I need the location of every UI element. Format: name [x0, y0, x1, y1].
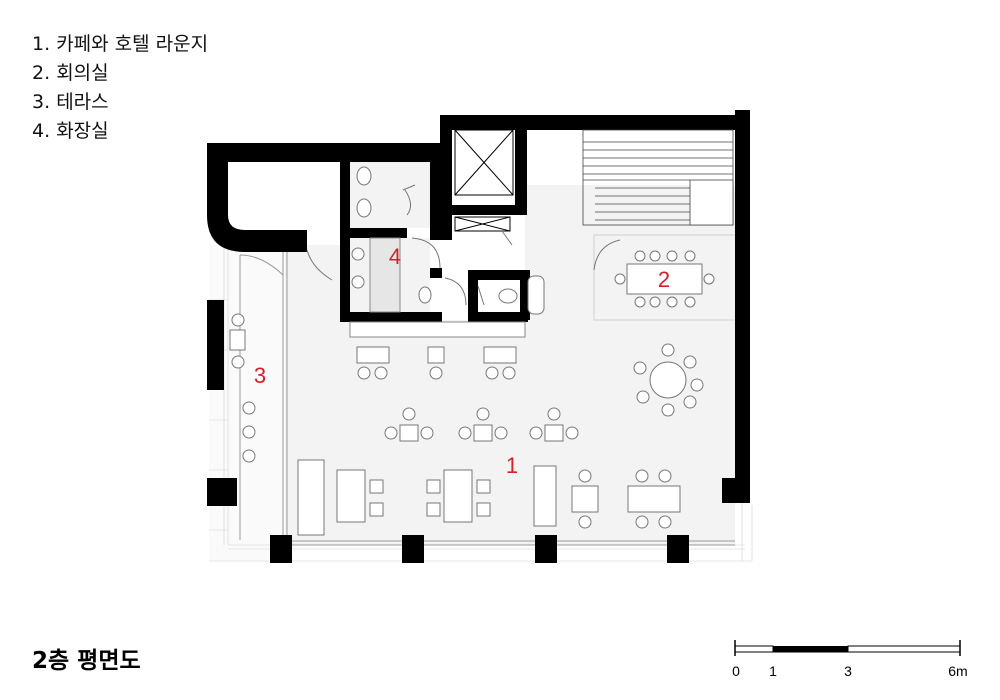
column-3 — [535, 535, 557, 563]
wall-elevator-right — [515, 115, 527, 215]
stairs — [582, 129, 734, 226]
scale-bar: 0 1 3 6m — [732, 640, 968, 679]
furniture — [229, 250, 715, 536]
legend-item-4: 4. 화장실 — [32, 120, 109, 142]
wall-northwest — [207, 143, 445, 252]
wall-toilet-bottom — [340, 312, 442, 322]
round-table — [649, 361, 687, 399]
wall-west-pier — [207, 300, 224, 390]
wall-wc2-top — [468, 270, 528, 280]
room-number-2: 2 — [658, 267, 670, 292]
legend-item-3: 3. 테라스 — [32, 91, 109, 113]
wall-elevator-bottom — [440, 205, 527, 215]
column-2 — [402, 535, 424, 563]
scale-tick-6m: 6m — [948, 663, 967, 679]
column-1 — [270, 535, 292, 563]
sink-icon — [351, 275, 365, 289]
wall-toilet-right — [430, 160, 442, 240]
room-number-4: 4 — [389, 244, 401, 269]
room-number-1: 1 — [506, 453, 518, 478]
toilet-icon — [418, 286, 432, 304]
meeting-table — [626, 263, 703, 295]
toilet-icon — [356, 198, 372, 218]
legend-item-2: 2. 회의실 — [32, 62, 109, 84]
wall-toilet-left — [340, 160, 350, 320]
toilet-icon — [356, 166, 372, 186]
plan-title: 2층 평면도 — [32, 648, 141, 674]
sink-icon — [351, 247, 365, 261]
room-legend: 1. 카페와 호텔 라운지 2. 회의실 3. 테라스 4. 화장실 — [32, 30, 208, 146]
room-number-3: 3 — [254, 363, 266, 388]
legend-item-1: 1. 카페와 호텔 라운지 — [32, 33, 209, 55]
scale-tick-3: 3 — [844, 663, 852, 679]
elevator — [454, 129, 514, 232]
scale-tick-1: 1 — [769, 663, 777, 679]
counter — [349, 321, 526, 338]
glazing — [239, 250, 735, 546]
walls — [207, 110, 750, 563]
wall-east — [735, 110, 750, 500]
wall-top-east — [525, 115, 735, 130]
wall-wc2-right — [520, 270, 530, 320]
wall-wc2-left — [468, 270, 478, 320]
toilets — [306, 162, 621, 315]
wall-wc2-bottom — [468, 312, 528, 322]
wall-core-top — [440, 115, 525, 130]
room-numbers: 1 2 3 4 — [254, 244, 670, 478]
column-sw — [207, 478, 237, 506]
scale-tick-0: 0 — [732, 663, 740, 679]
wall-east-pier — [722, 478, 750, 503]
column-4 — [667, 535, 689, 563]
toilet-icon — [498, 288, 518, 304]
wall-toilet-mid — [340, 228, 407, 238]
